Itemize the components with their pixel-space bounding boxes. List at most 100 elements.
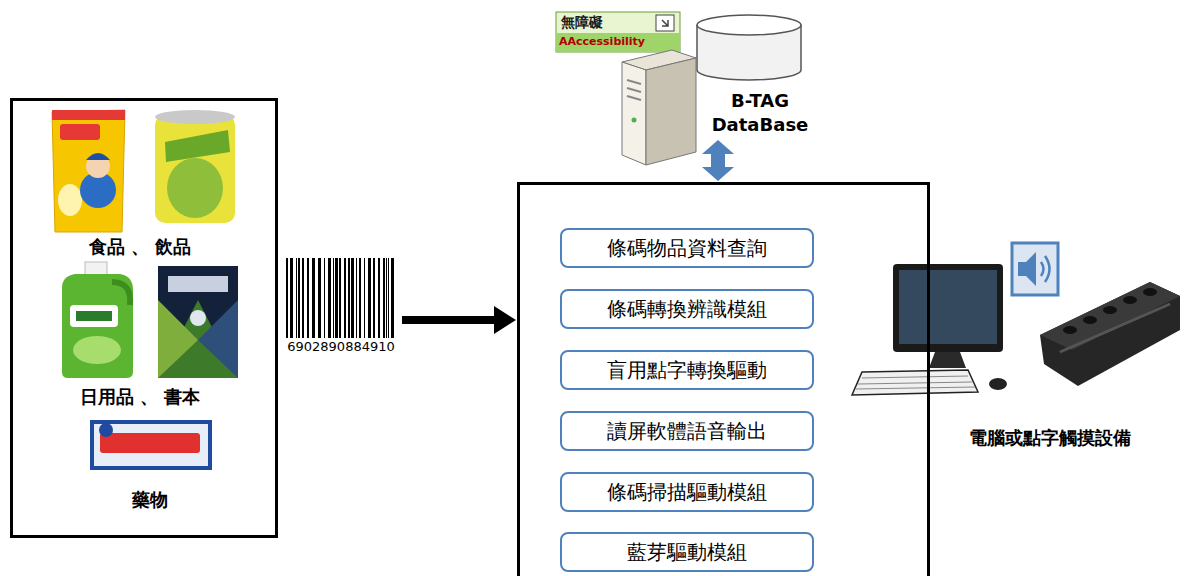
book-picture <box>158 300 198 378</box>
computer-picture <box>899 270 997 344</box>
server-picture <box>627 80 641 84</box>
snack-bag-picture <box>52 110 125 120</box>
product-panel: 食品 、 飲品日用品 、 書本藥物 <box>10 98 278 538</box>
medicine-box-picture <box>90 420 212 470</box>
detergent-bottle-picture <box>70 305 118 327</box>
module-box: 條碼掃描驅動模組 <box>560 472 814 512</box>
barcode-picture <box>328 258 331 338</box>
module-box: 條碼轉換辨識模組 <box>560 289 814 329</box>
module-label: 讀屏軟體語音輸出 <box>607 418 767 445</box>
barcode-picture <box>333 258 334 338</box>
server-picture <box>632 118 637 123</box>
module-box: 藍芽驅動模組 <box>560 532 814 572</box>
braille-display-picture <box>1040 282 1180 386</box>
accessibility-badge <box>556 33 680 52</box>
braille-display-picture <box>1103 306 1117 314</box>
detergent-bottle-picture <box>85 262 107 276</box>
module-box: 讀屏軟體語音輸出 <box>560 411 814 451</box>
badge-caption: AAccessibility <box>559 35 645 48</box>
badge-title: 無障礙 <box>561 14 603 31</box>
barcode-picture <box>348 258 350 338</box>
barcode-picture <box>373 258 375 338</box>
braille-display-picture <box>1143 288 1157 296</box>
computer-picture <box>852 370 978 395</box>
drink-can-picture <box>155 115 235 223</box>
braille-display-picture <box>1060 304 1170 352</box>
module-label: 條碼物品資料查詢 <box>607 235 767 262</box>
detergent-bottle-picture <box>62 274 133 378</box>
database-link-arrow <box>702 140 734 181</box>
accessibility-badge <box>662 20 668 26</box>
server-picture <box>627 96 641 100</box>
node-label: B-TAG DataBase <box>708 89 812 138</box>
barcode-picture <box>290 258 293 338</box>
book-picture <box>190 310 206 326</box>
server-picture <box>622 62 646 165</box>
server-picture <box>627 88 641 92</box>
snack-bag-picture <box>60 124 100 140</box>
drink-can-picture <box>167 158 223 218</box>
braille-display-picture <box>1123 296 1137 304</box>
computer-picture <box>893 264 1003 352</box>
book-picture <box>158 266 238 378</box>
barcode-picture <box>339 258 341 338</box>
speaker-icon <box>1012 243 1058 295</box>
barcode-picture <box>391 258 394 338</box>
detergent-bottle-picture <box>112 282 130 305</box>
device-caption: 電腦或點字觸摸設備 <box>969 427 1131 449</box>
barcode-picture <box>296 258 297 338</box>
braille-display-picture <box>1040 282 1180 350</box>
barcode-number: 6902890884910 <box>285 339 397 355</box>
snack-bag-picture <box>52 110 125 232</box>
barcode-picture <box>298 258 300 338</box>
barcode-picture <box>368 258 371 338</box>
computer-picture <box>862 376 968 378</box>
server-picture <box>646 58 696 165</box>
speaker-icon <box>1018 252 1036 286</box>
barcode-picture <box>351 258 354 338</box>
medicine-box-picture <box>90 420 212 470</box>
barcode-picture <box>388 258 389 338</box>
snack-bag-picture <box>86 153 110 160</box>
snack-bag-picture <box>52 110 125 232</box>
barcode-picture <box>302 258 304 338</box>
barcode-picture <box>276 252 402 358</box>
barcode-picture <box>276 252 402 358</box>
barcode-picture <box>383 258 385 338</box>
module-label: 藍芽驅動模組 <box>627 539 747 566</box>
accessibility-badge <box>556 12 680 52</box>
barcode-picture <box>335 258 338 338</box>
detergent-bottle-picture <box>76 311 112 321</box>
speaker-icon <box>1041 256 1050 282</box>
braille-display-picture <box>1040 282 1180 386</box>
node-label: 藥物 <box>132 488 168 512</box>
speaker-icon <box>1012 243 1058 295</box>
barcode-picture <box>324 258 325 338</box>
module-label: 條碼掃描驅動模組 <box>607 479 767 506</box>
medicine-box-picture <box>100 433 200 453</box>
module-box: 條碼物品資料查詢 <box>560 228 814 268</box>
system-module-panel: 條碼物品資料查詢條碼轉換辨識模組盲用點字轉換驅動讀屏軟體語音輸出條碼掃描驅動模組… <box>517 182 930 576</box>
database-server: B-TAG DataBase <box>615 10 810 138</box>
snack-bag-picture <box>58 184 82 216</box>
computer-picture <box>929 352 966 368</box>
barcode-picture <box>307 258 309 338</box>
server-picture <box>697 15 801 35</box>
barcode-picture <box>378 258 380 338</box>
drink-can-picture <box>155 110 235 124</box>
snack-bag-picture <box>86 154 110 178</box>
barcode-picture <box>344 258 346 338</box>
module-label: 盲用點字轉換驅動 <box>607 357 767 384</box>
node-label: 食品 、 飲品 <box>89 235 192 259</box>
braille-display-picture <box>1063 326 1077 334</box>
module-label: 條碼轉換辨識模組 <box>607 296 767 323</box>
accessibility-badge <box>556 12 680 52</box>
barcode-picture <box>356 258 357 338</box>
book-picture <box>198 300 238 378</box>
book-picture <box>158 300 238 378</box>
barcode-picture <box>286 258 288 338</box>
barcode-picture <box>359 258 361 338</box>
book-picture <box>168 276 228 292</box>
barcode-picture <box>386 258 387 338</box>
